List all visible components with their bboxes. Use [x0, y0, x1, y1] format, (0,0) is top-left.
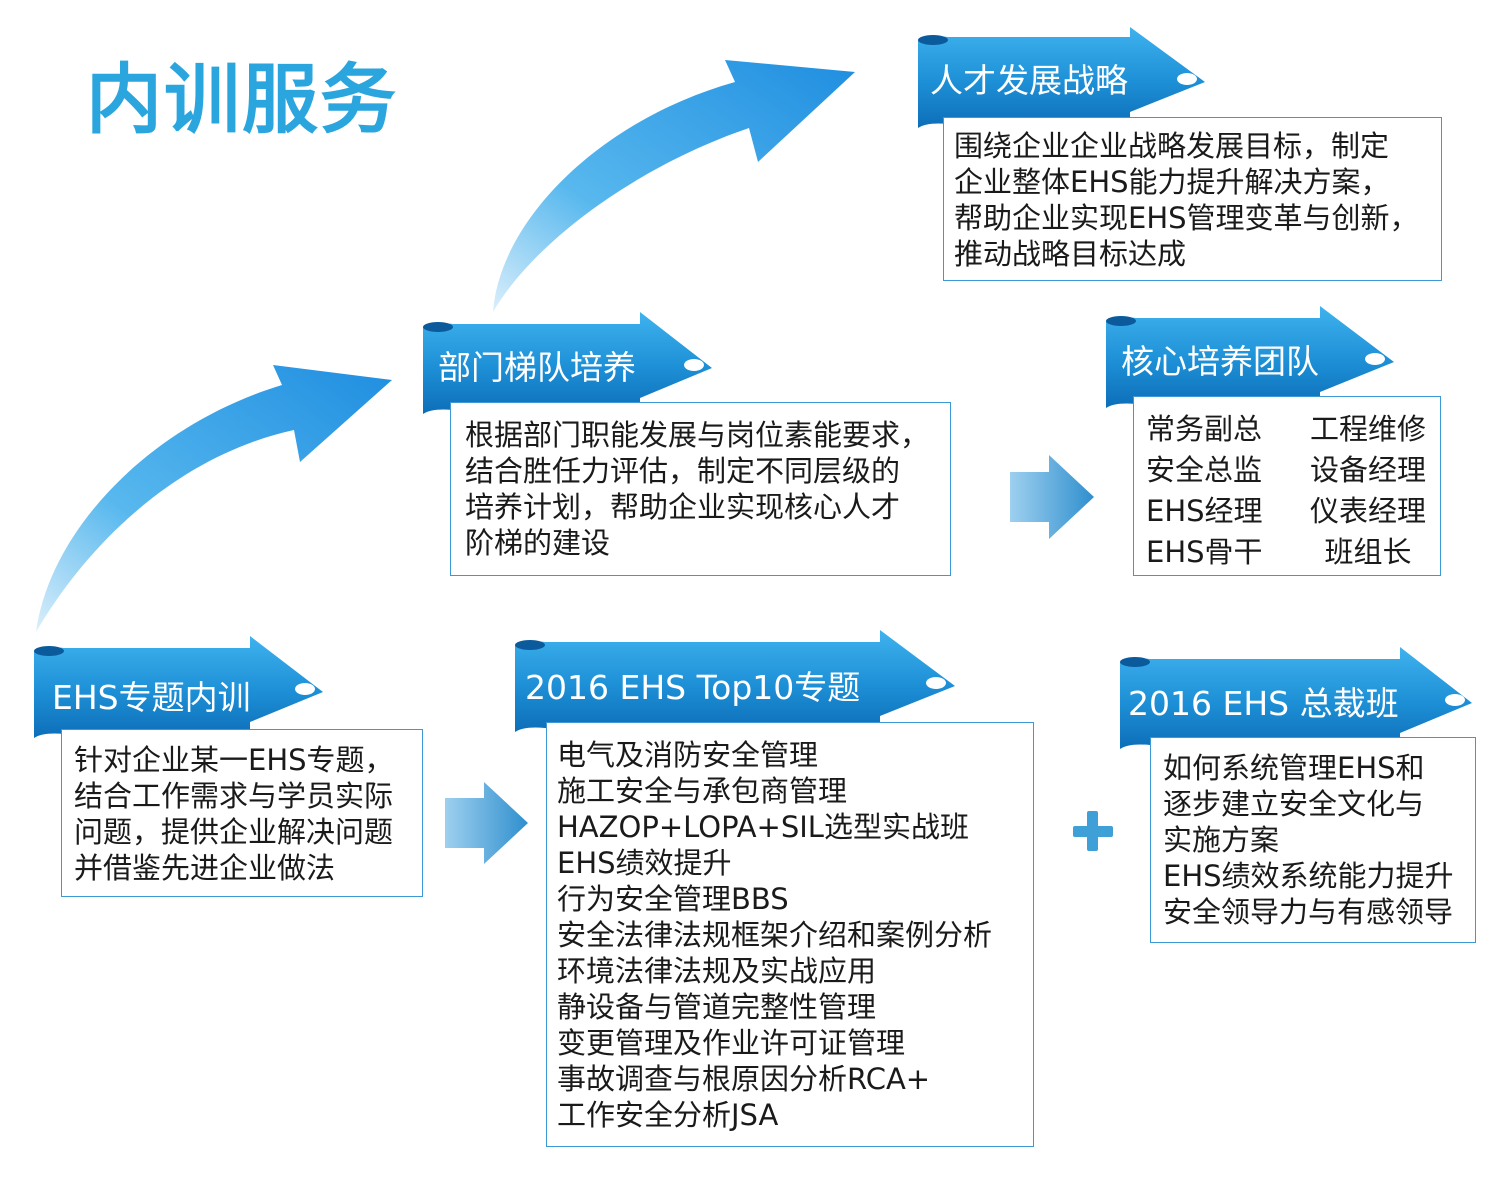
ribbon-dept — [423, 312, 712, 414]
topic-item: 工作安全分析JSA — [557, 1098, 779, 1132]
dept-line: 根据部门职能发展与岗位素能要求， — [465, 418, 930, 452]
dept-line: 阶梯的建设 — [465, 526, 611, 560]
page-title: 内训服务 — [86, 55, 398, 144]
topic-item: 环境法律法规及实战应用 — [557, 954, 877, 988]
curved-arrow-upper — [493, 60, 855, 312]
topic-item: 电气及消防安全管理 — [557, 738, 819, 772]
topic-item: HAZOP+LOPA+SIL选型实战班 — [557, 810, 969, 844]
core-role: 安全总监 — [1146, 453, 1263, 487]
talent-line: 帮助企业实现EHS管理变革与创新， — [954, 201, 1419, 235]
ceo-line: 实施方案 — [1163, 823, 1280, 857]
ceo-class-box: 如何系统管理EHS和 逐步建立安全文化与 实施方案 EHS绩效系统能力提升 安全… — [1150, 737, 1476, 943]
block-arrow-right-1 — [1010, 455, 1094, 539]
ceo-line: 逐步建立安全文化与 — [1163, 787, 1425, 821]
ceo-line: EHS绩效系统能力提升 — [1163, 859, 1454, 893]
topic-item: 变更管理及作业许可证管理 — [557, 1026, 906, 1060]
core-role: 仪表经理 — [1309, 494, 1426, 528]
core-team-box: 常务副总 工程维修 安全总监 设备经理 EHS经理 仪表经理 EHS骨干 班组长 — [1133, 396, 1441, 576]
stage-label-core: 核心培养团队 — [1121, 342, 1319, 381]
ribbon-talent — [918, 27, 1205, 128]
ehs-line: 针对企业某一EHS专题， — [74, 743, 394, 777]
stage-label-dept: 部门梯队培养 — [438, 348, 636, 387]
ehs-line: 并借鉴先进企业做法 — [74, 851, 336, 885]
ribbon-core — [1106, 306, 1394, 408]
core-role: 工程维修 — [1309, 412, 1426, 446]
talent-line: 推动战略目标达成 — [954, 237, 1187, 271]
topic-item: 安全法律法规框架介绍和案例分析 — [557, 918, 993, 952]
stage-label-ehs: EHS专题内训 — [52, 678, 251, 717]
talent-description-box: 围绕企业企业战略发展目标，制定 企业整体EHS能力提升解决方案， 帮助企业实现E… — [943, 117, 1442, 281]
topic-item: 行为安全管理BBS — [557, 882, 789, 916]
core-role: EHS骨干 — [1146, 535, 1263, 569]
topic-item: EHS绩效提升 — [557, 846, 732, 880]
stage-label-top10: 2016 EHS Top10专题 — [525, 668, 861, 707]
talent-line: 围绕企业企业战略发展目标，制定 — [954, 129, 1390, 163]
ehs-line: 结合工作需求与学员实际 — [74, 779, 394, 813]
dept-line: 培养计划，帮助企业实现核心人才 — [465, 490, 901, 524]
topic-item: 静设备与管道完整性管理 — [557, 990, 877, 1024]
core-role: 班组长 — [1324, 535, 1412, 569]
core-role: EHS经理 — [1146, 494, 1263, 528]
core-role: 设备经理 — [1309, 453, 1426, 487]
topic-item: 施工安全与承包商管理 — [557, 774, 848, 808]
stage-label-ceo: 2016 EHS 总裁班 — [1128, 684, 1399, 723]
ceo-line: 安全领导力与有感领导 — [1163, 895, 1454, 929]
curved-arrow-lower — [36, 365, 392, 632]
block-arrow-right-2 — [445, 782, 528, 864]
ribbon-top10 — [515, 630, 955, 732]
top10-topics-box: 电气及消防安全管理 施工安全与承包商管理 HAZOP+LOPA+SIL选型实战班… — [546, 722, 1034, 1147]
ehs-line: 问题，提供企业解决问题 — [74, 815, 394, 849]
ribbon-ehs — [34, 636, 323, 738]
ceo-line: 如何系统管理EHS和 — [1163, 751, 1425, 785]
core-role: 常务副总 — [1146, 412, 1263, 446]
talent-line: 企业整体EHS能力提升解决方案， — [954, 165, 1390, 199]
plus-icon — [1073, 811, 1113, 851]
ehs-description-box: 针对企业某一EHS专题， 结合工作需求与学员实际 问题，提供企业解决问题 并借鉴… — [61, 729, 423, 897]
dept-line: 结合胜任力评估，制定不同层级的 — [465, 454, 901, 488]
topic-item: 事故调查与根原因分析RCA+ — [557, 1062, 931, 1096]
dept-description-box: 根据部门职能发展与岗位素能要求， 结合胜任力评估，制定不同层级的 培养计划，帮助… — [450, 402, 951, 576]
ribbon-ceo — [1120, 647, 1472, 749]
stage-label-talent: 人才发展战略 — [930, 61, 1128, 100]
